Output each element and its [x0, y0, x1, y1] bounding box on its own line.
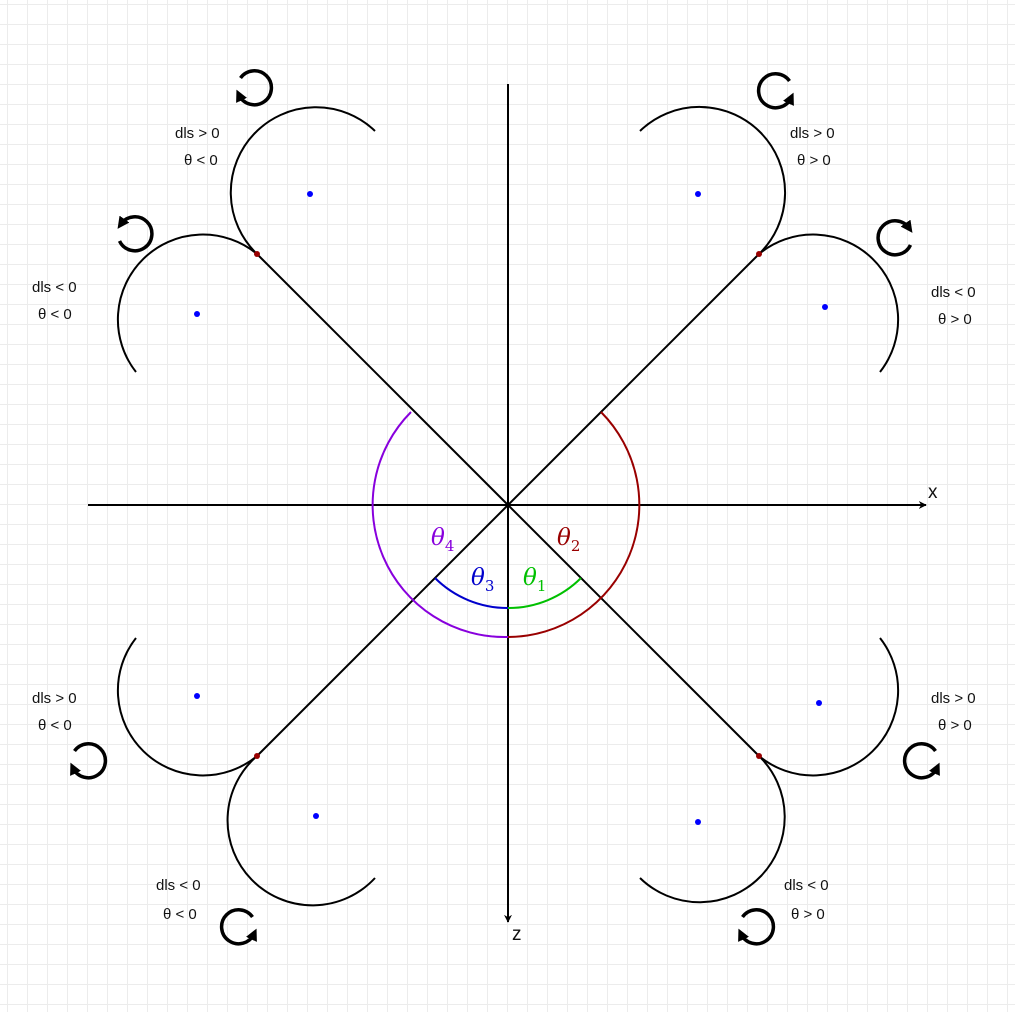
rotation-arrow-icon: [236, 69, 274, 107]
ne-lower-arc: [758, 233, 900, 373]
rotation-arrow-icon: [219, 908, 257, 946]
sw-lower-theta-label: θ < 0: [163, 906, 197, 923]
nw-curves: [116, 106, 376, 373]
nw-tangent-dot: [254, 251, 260, 257]
sw-curves: [116, 637, 376, 907]
theta1-label: θ1: [523, 565, 546, 595]
rotation-arrow-icon: [117, 215, 154, 253]
se-lower-dls-label: dls < 0: [784, 877, 829, 894]
se-tangent-dot: [756, 753, 762, 759]
se-upper-center-dot: [816, 700, 822, 706]
diagonal-line-ne: [507, 253, 760, 506]
rotation-arrow-icon: [738, 908, 776, 946]
nw-upper-arc: [229, 106, 376, 255]
diagonal-line-sw: [256, 504, 509, 757]
theta3-arc: [434, 577, 509, 610]
sw-lower-center-dot: [313, 813, 319, 819]
nw-upper-center-dot: [307, 191, 313, 197]
theta4-label: θ4: [431, 525, 454, 555]
ne-upper-center-dot: [695, 191, 701, 197]
theta2-label: θ2: [557, 525, 580, 555]
se-lower-center-dot: [695, 819, 701, 825]
se-curves: [639, 637, 900, 904]
ne-upper-theta-label: θ > 0: [797, 152, 831, 169]
rotation-arrow-icon: [876, 219, 913, 257]
nw-lower-center-dot: [194, 311, 200, 317]
sw-upper-dls-label: dls > 0: [32, 690, 77, 707]
rotation-arrow-icon: [70, 742, 108, 780]
theta4-arc: [371, 411, 509, 639]
sw-upper-theta-label: θ < 0: [38, 717, 72, 734]
nw-lower-dls-label: dls < 0: [32, 279, 77, 296]
theta3-label: θ3: [471, 565, 494, 595]
diagonal-line-se: [507, 504, 760, 757]
ne-lower-center-dot: [822, 304, 828, 310]
nw-lower-theta-label: θ < 0: [38, 306, 72, 323]
diagonal-line-nw: [256, 253, 509, 506]
sw-upper-center-dot: [194, 693, 200, 699]
sw-upper-arc: [116, 637, 258, 777]
ne-upper-dls-label: dls > 0: [790, 125, 835, 142]
sw-tangent-dot: [254, 753, 260, 759]
ne-lower-dls-label: dls < 0: [931, 284, 976, 301]
ne-curves: [639, 105, 900, 373]
rotation-arrow-icon: [902, 742, 940, 780]
se-upper-arc: [758, 637, 900, 777]
sw-lower-arc: [226, 755, 376, 907]
se-lower-theta-label: θ > 0: [791, 906, 825, 923]
se-lower-arc: [639, 755, 786, 904]
nw-upper-theta-label: θ < 0: [184, 152, 218, 169]
se-upper-dls-label: dls > 0: [931, 690, 976, 707]
theta1-arc: [507, 577, 582, 610]
sw-lower-dls-label: dls < 0: [156, 877, 201, 894]
theta2-arc: [507, 411, 641, 638]
ne-lower-theta-label: θ > 0: [938, 311, 972, 328]
nw-upper-dls-label: dls > 0: [175, 125, 220, 142]
ne-tangent-dot: [756, 251, 762, 257]
x-axis-label: x: [928, 482, 938, 503]
se-upper-theta-label: θ > 0: [938, 717, 972, 734]
z-axis-label: z: [512, 924, 522, 945]
ne-upper-arc: [639, 105, 787, 255]
rotation-arrow-icon: [756, 72, 794, 110]
nw-lower-arc: [116, 233, 258, 373]
